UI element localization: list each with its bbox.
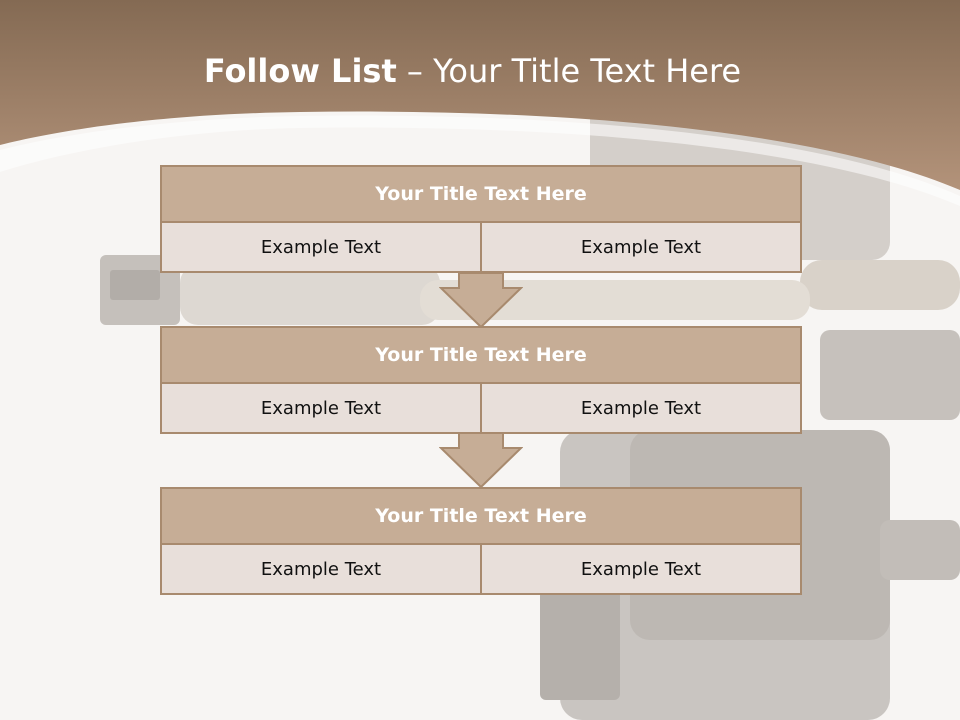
row-title: Your Title Text Here	[160, 487, 802, 545]
header-band	[0, 0, 960, 206]
slide-title-bold: Follow List	[203, 52, 397, 90]
example-text-cell-left: Example Text	[162, 384, 480, 432]
example-text-cell-left: Example Text	[162, 223, 480, 271]
example-text-cell-right: Example Text	[480, 223, 800, 271]
row-cells: Example Text Example Text	[160, 223, 802, 273]
row-cells: Example Text Example Text	[160, 545, 802, 595]
list-row-3: Your Title Text Here Example Text Exampl…	[160, 487, 802, 595]
list-row-1: Your Title Text Here Example Text Exampl…	[160, 165, 802, 273]
example-text-cell-left: Example Text	[162, 545, 480, 593]
slide-title-rest: – Your Title Text Here	[396, 52, 742, 90]
row-cells: Example Text Example Text	[160, 384, 802, 434]
down-arrow-icon	[439, 432, 523, 488]
row-title: Your Title Text Here	[160, 326, 802, 384]
example-text-cell-right: Example Text	[480, 384, 800, 432]
down-arrow-icon	[439, 272, 523, 328]
list-row-2: Your Title Text Here Example Text Exampl…	[160, 326, 802, 434]
example-text-cell-right: Example Text	[480, 545, 800, 593]
slide-title: Follow List – Your Title Text Here	[0, 52, 945, 90]
row-title: Your Title Text Here	[160, 165, 802, 223]
